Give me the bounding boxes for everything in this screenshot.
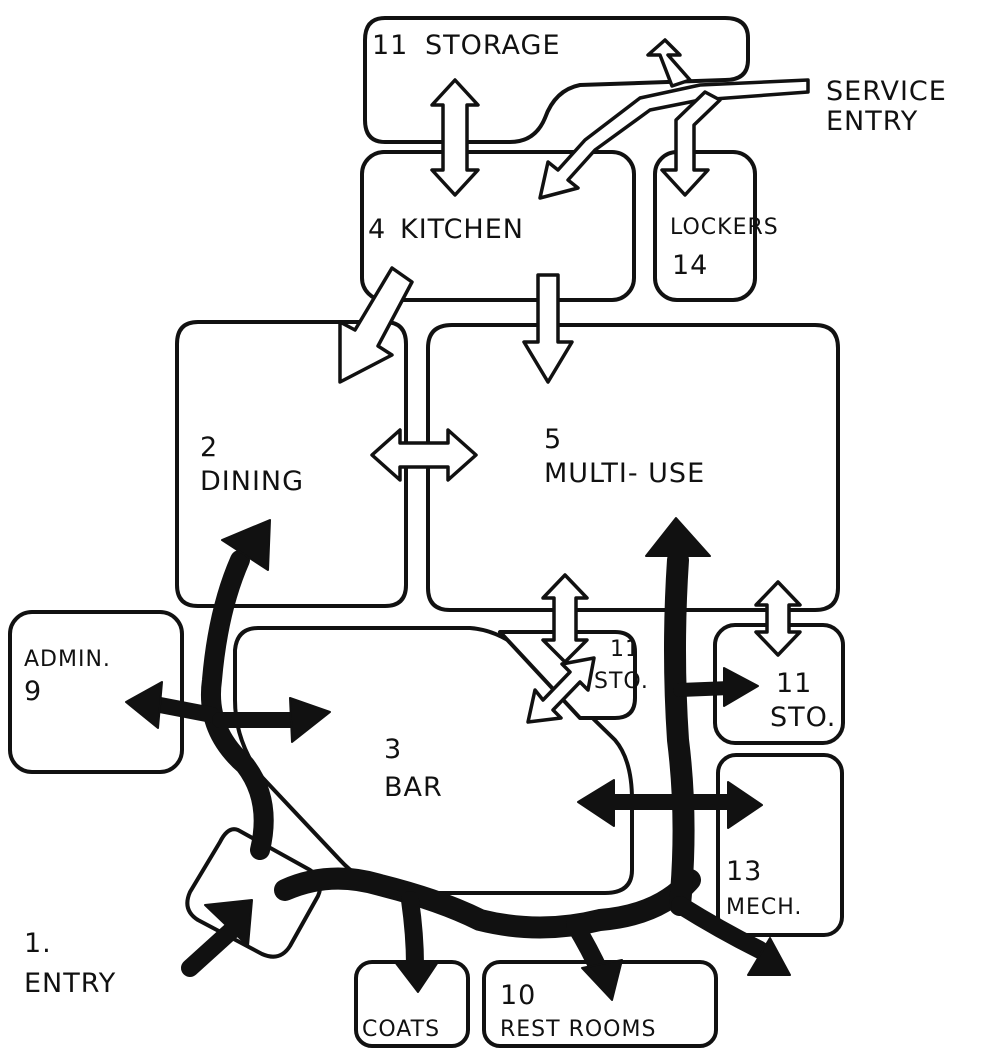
arrow-service-to-lockers — [660, 90, 722, 197]
dining-name: DINING — [200, 466, 304, 497]
arrow-exit-right-head — [747, 937, 791, 976]
arrow-to-multi-use-head — [645, 517, 711, 557]
rest-rooms-number: 10 — [500, 980, 536, 1011]
arrow-storage-kitchen — [430, 78, 480, 197]
arrow-to-coats-head — [394, 961, 439, 993]
arrow-dining-multi-use — [370, 428, 478, 482]
arrow-entry-in-head — [204, 899, 253, 947]
kitchen-number: 4 — [368, 214, 386, 245]
lockers-name: LOCKERS — [670, 215, 779, 240]
storage-small-a-number: 11 — [610, 637, 640, 662]
room-admin — [8, 610, 184, 774]
arrow-kitchen-to-multi-use — [522, 273, 574, 384]
arrow-to-admin-head — [125, 681, 163, 729]
path-to-multi-use — [664, 549, 695, 916]
storage-small-a-name: STO. — [594, 669, 649, 694]
arrow-to-dining-head — [221, 519, 271, 571]
multi-use-name: MULTI- USE — [544, 458, 705, 489]
bar-number: 3 — [384, 734, 402, 765]
storage-number: 11 — [372, 30, 408, 61]
multi-use-number: 5 — [544, 424, 562, 455]
service-entry-line1: SERVICE — [826, 76, 947, 107]
room-multi-use — [426, 323, 840, 612]
arrow-entry-in — [181, 921, 241, 977]
path-to-coats — [401, 891, 424, 974]
admin-number: 9 — [24, 676, 42, 707]
service-entry-line2: ENTRY — [826, 106, 918, 137]
arrow-to-rest-rooms-head — [581, 959, 623, 1001]
main-entry-number: 1. — [24, 928, 52, 959]
arrow-to-storage-b-head — [723, 667, 759, 707]
bar-name: BAR — [384, 772, 443, 803]
arrow-to-bar-right-head — [577, 779, 615, 827]
path-to-exit-right — [671, 896, 769, 959]
mech-name: MECH. — [726, 895, 802, 920]
main-entry-name: ENTRY — [24, 968, 116, 999]
arrow-bar-storage-a — [526, 656, 596, 724]
arrow-kitchen-to-dining — [338, 266, 414, 384]
lockers-number: 14 — [672, 250, 708, 281]
dining-number: 2 — [200, 432, 218, 463]
arrow-service-to-storage — [646, 38, 692, 88]
arrow-multi-use-storage-b — [754, 580, 802, 657]
storage-small-b-number: 11 — [776, 668, 812, 699]
path-to-storage-b — [673, 681, 737, 697]
arrow-service-to-kitchen — [538, 78, 810, 200]
kitchen-name: KITCHEN — [400, 214, 524, 245]
path-lower-corridor — [274, 867, 701, 939]
admin-name: ADMIN. — [24, 647, 111, 672]
mech-number: 13 — [726, 856, 762, 887]
path-to-admin — [152, 697, 220, 723]
storage-small-b-name: STO. — [770, 702, 836, 733]
rest-rooms-name: REST ROOMS — [500, 1017, 656, 1042]
arrow-to-mech-head — [727, 781, 763, 829]
coats-name: COATS — [362, 1017, 440, 1042]
storage-name: STORAGE — [425, 30, 561, 61]
arrow-to-bar-head — [289, 697, 331, 743]
